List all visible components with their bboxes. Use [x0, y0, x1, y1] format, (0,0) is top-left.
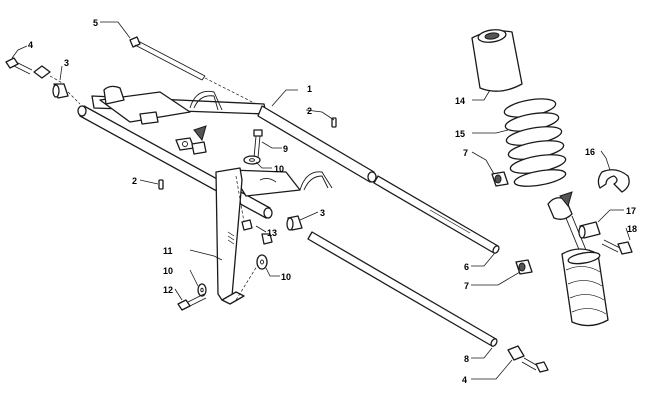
- callout-8: 8: [464, 354, 469, 364]
- nut-7-bottom: [515, 259, 533, 275]
- callout-10-right: 10: [281, 272, 291, 282]
- bolt-18: [601, 239, 633, 255]
- callout-16: 16: [585, 147, 595, 157]
- callout-3-left: 3: [64, 58, 69, 68]
- arrow-indicator-center: [193, 125, 207, 142]
- pin-2-left: [158, 179, 164, 190]
- callout-6: 6: [464, 262, 469, 272]
- callout-12: 12: [163, 285, 173, 295]
- washer-10-top: [243, 155, 261, 165]
- arrow-indicator-right: [559, 191, 573, 208]
- nut-7-top: [491, 171, 509, 187]
- washer-4-left: [33, 65, 65, 85]
- pin-2-right: [331, 117, 337, 128]
- callout-17: 17: [626, 206, 636, 216]
- bolt-9: [253, 129, 263, 159]
- callout-11: 11: [163, 246, 173, 256]
- callout-4-left: 4: [28, 40, 33, 50]
- bolt-4-left: [5, 57, 33, 75]
- nut-13b: [261, 233, 273, 245]
- bushing-3-right: [286, 215, 303, 231]
- callout-7-bottom: 7: [464, 281, 469, 291]
- callout-18: 18: [627, 224, 637, 234]
- callout-2-right: 2: [307, 106, 312, 116]
- long-bolt-5: [129, 36, 269, 111]
- leader-lines: [11, 21, 631, 380]
- callout-7-top: 7: [463, 148, 468, 158]
- nut-13: [241, 219, 253, 231]
- washer-10-left: [197, 283, 207, 297]
- washer-4-right: [507, 345, 525, 361]
- callout-13: 13: [267, 228, 277, 238]
- rod-8: [307, 231, 498, 347]
- callout-4-right: 4: [462, 375, 467, 385]
- callout-10-top: 10: [274, 164, 284, 174]
- callout-10-left: 10: [163, 266, 173, 276]
- callout-14: 14: [455, 96, 465, 106]
- bushing-17: [578, 221, 601, 239]
- a-arm-frame-1: [77, 85, 377, 219]
- washer-10-right: [256, 254, 268, 270]
- bolt-4-right: [521, 357, 549, 373]
- rod-6: [373, 175, 500, 254]
- callout-9: 9: [283, 144, 288, 154]
- bushing-3-left: [52, 83, 81, 105]
- callout-15: 15: [455, 129, 465, 139]
- boot-14: [471, 29, 523, 92]
- spring-15: [503, 98, 567, 187]
- callout-3-right: 3: [320, 208, 325, 218]
- shock-body: [547, 197, 609, 327]
- bolt-12: [177, 293, 207, 311]
- callout-1: 1: [307, 84, 312, 94]
- callout-5: 5: [93, 18, 98, 28]
- callout-2-left: 2: [132, 176, 137, 186]
- retainer-16: [597, 169, 630, 193]
